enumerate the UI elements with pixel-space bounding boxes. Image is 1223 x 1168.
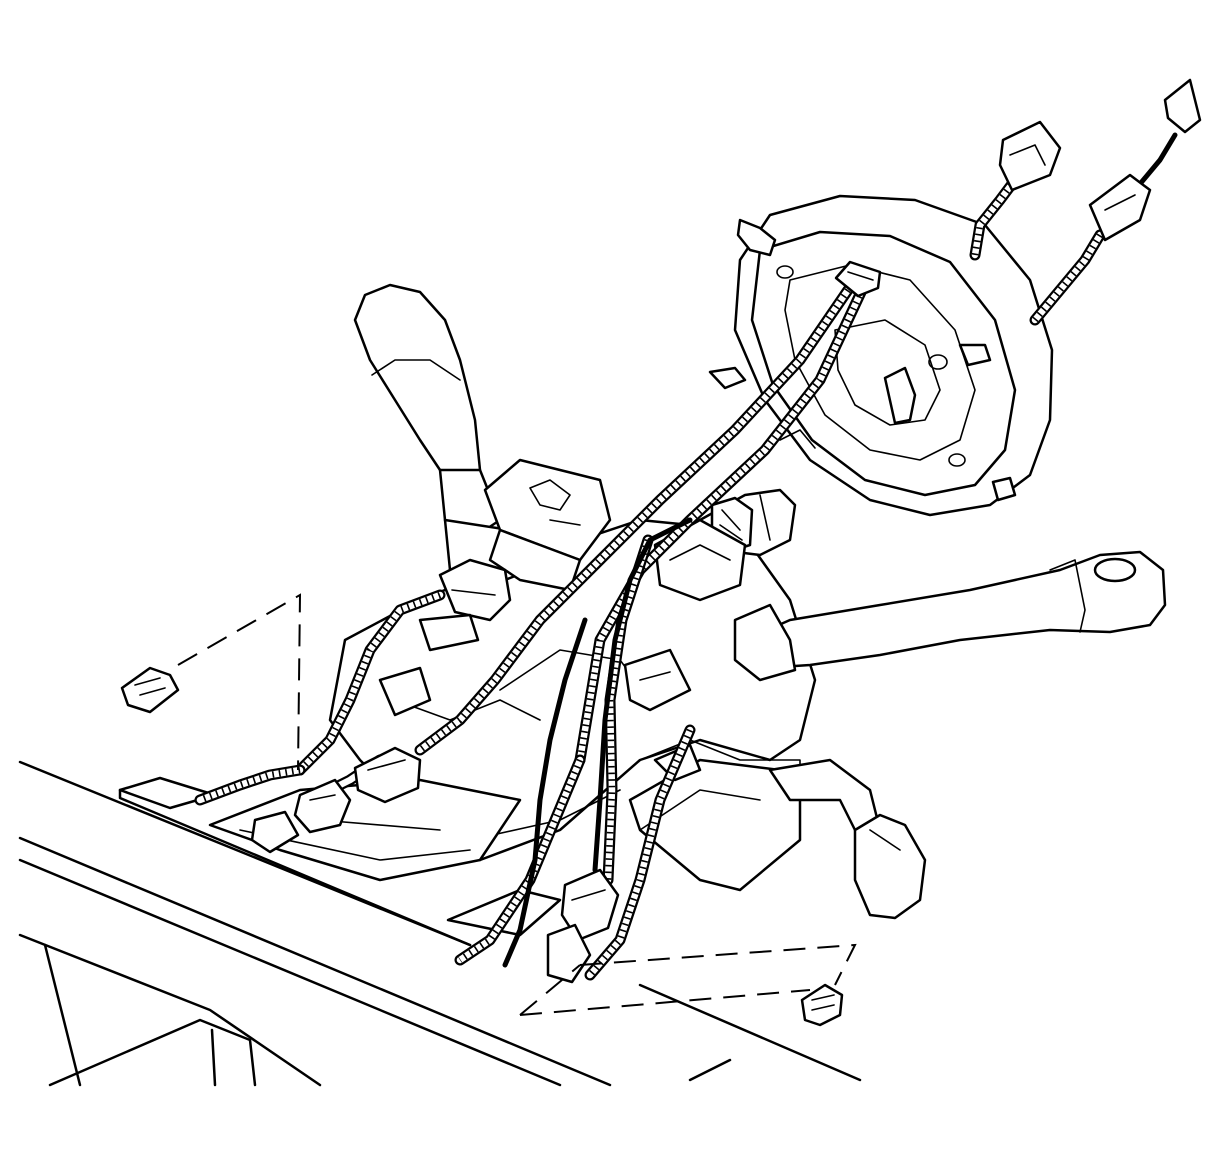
wiper-washer-lever bbox=[733, 550, 1167, 682]
harness-connectors bbox=[250, 78, 1202, 984]
connector-position-assurance-left bbox=[120, 666, 180, 714]
instrument-panel-lower-trim bbox=[18, 760, 862, 1087]
clock-spring-coil bbox=[708, 194, 1054, 517]
leader-lines bbox=[177, 593, 857, 1016]
connector-position-assurance-right bbox=[800, 983, 844, 1027]
tilt-lever bbox=[768, 758, 927, 920]
switch-connector-block bbox=[418, 458, 612, 652]
